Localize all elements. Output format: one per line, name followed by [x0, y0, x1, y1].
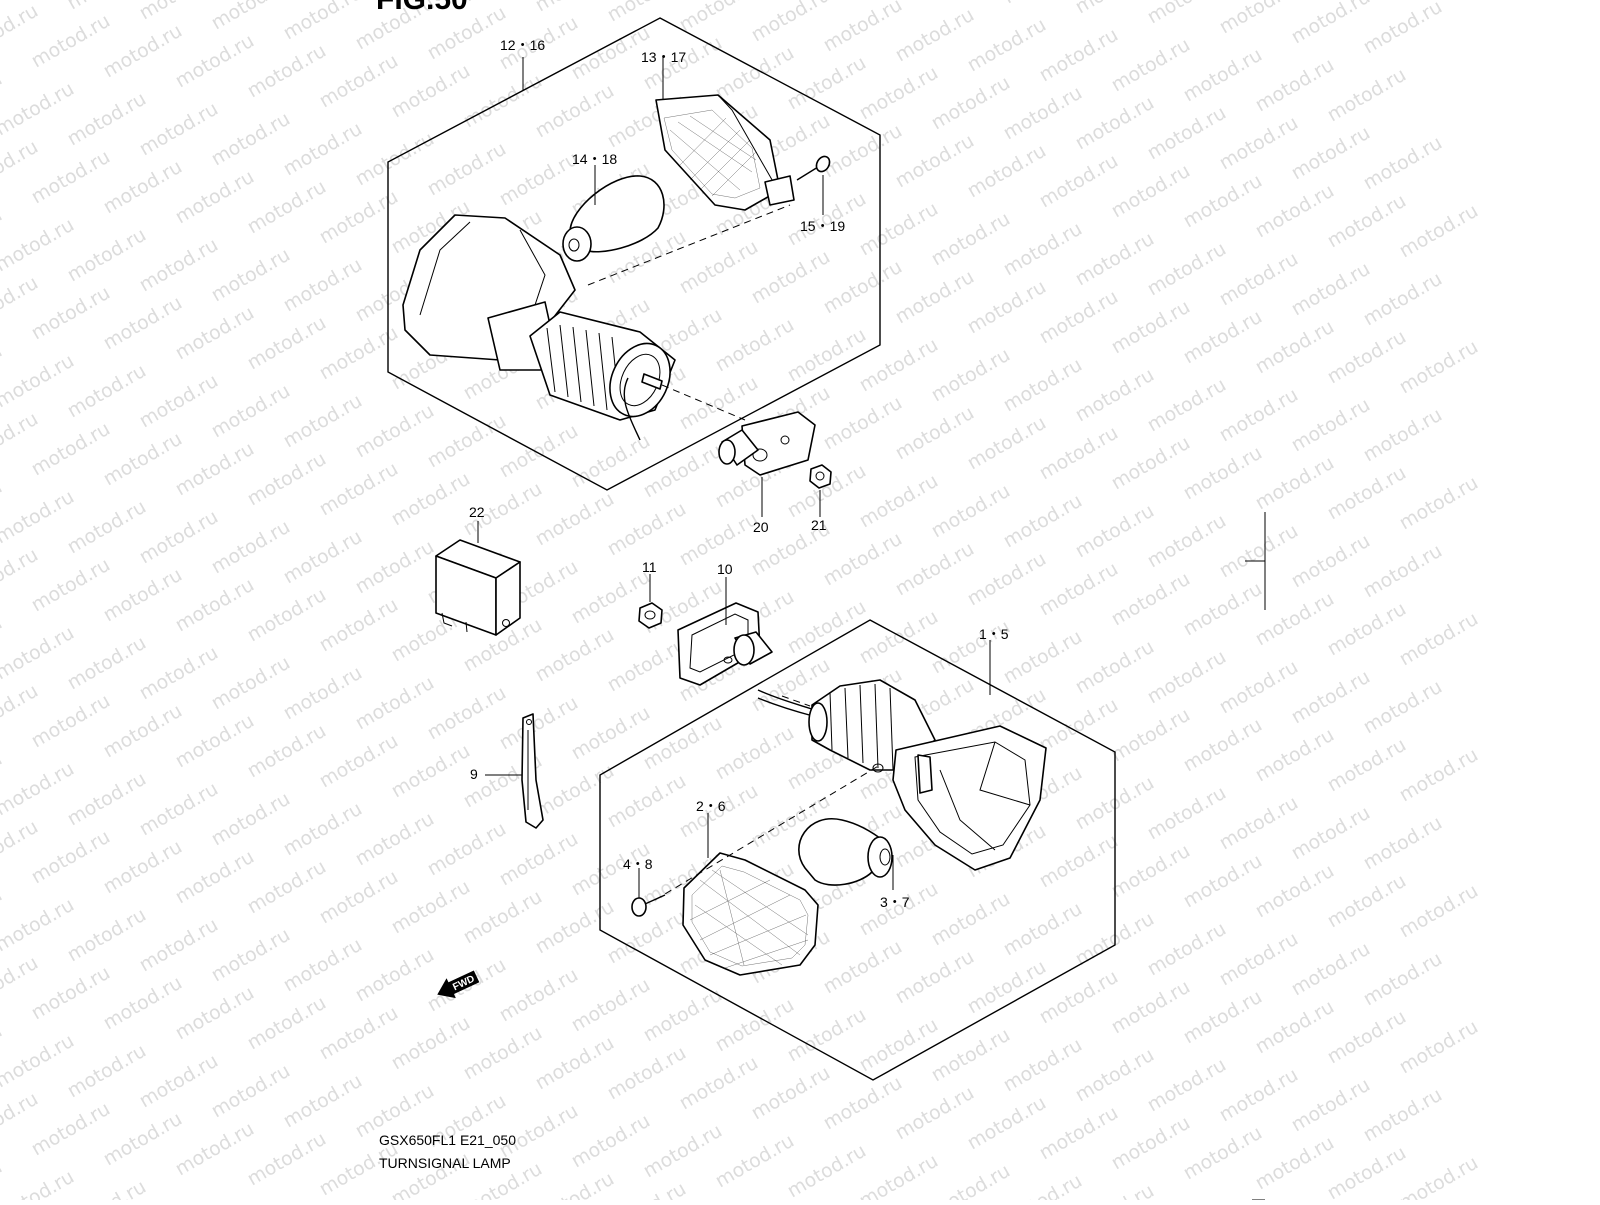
front-lamp-body	[808, 679, 1047, 871]
callout-nut-11: 11	[642, 559, 657, 575]
watermark-text: motod.ru	[532, 1168, 618, 1200]
callout-spacer-10: 10	[717, 561, 733, 577]
rear-lamp-group	[387, 17, 881, 491]
watermark-text: motod.ru	[136, 0, 222, 24]
callout-front-lens: 2・6	[696, 798, 726, 814]
leader-lines	[477, 57, 991, 898]
watermark-text: motod.ru	[64, 1176, 150, 1200]
callout-rear-bulb: 14・18	[572, 151, 617, 167]
rear-lamp-body	[402, 214, 676, 441]
spacer-10-part	[677, 602, 773, 686]
spacer-20-part	[718, 411, 816, 476]
callout-front-bulb: 3・7	[880, 894, 910, 910]
figure-name-caption: TURNSIGNAL LAMP	[379, 1155, 511, 1171]
front-lamp-group	[599, 619, 1116, 1081]
callout-front-lamp-assy: 1・5	[979, 626, 1009, 642]
callout-clamp: 9	[470, 766, 478, 782]
callout-relay: 22	[469, 504, 485, 520]
front-lens-part	[682, 852, 819, 976]
watermark-text: motod.ru	[0, 1156, 6, 1200]
watermark-text: motod.ru	[1000, 1170, 1086, 1200]
arrow-left-icon	[437, 970, 480, 999]
watermark-text: motod.ru	[1144, 0, 1230, 28]
front-assembly-boundary	[599, 619, 1116, 1081]
figure-title: FIG.50	[376, 0, 468, 16]
callout-rear-lens: 13・17	[641, 49, 686, 65]
watermark-text: motod.ru	[604, 0, 690, 26]
callout-labels: 12・16 13・17 14・18 15・19 20 21 22 11 10 1…	[469, 37, 1009, 910]
model-code-caption: GSX650FL1 E21_050	[379, 1132, 516, 1148]
rear-lens-part	[655, 94, 795, 211]
nut-21-part	[809, 464, 832, 489]
front-bulb-part	[798, 817, 893, 886]
rear-bulb-part	[562, 175, 665, 262]
watermark-text: motod.ru	[928, 1160, 1014, 1200]
nut-11-part	[638, 602, 663, 629]
rear-assembly-boundary	[387, 17, 881, 491]
relay-part	[435, 539, 521, 636]
callout-nut-21: 21	[811, 517, 827, 533]
clamp-part	[521, 713, 544, 829]
watermark-text: motod.ru	[1360, 0, 1446, 58]
rear-screw-part	[796, 155, 831, 181]
watermark-text: motod.ru	[0, 1166, 78, 1200]
callout-rear-lamp-assy: 12・16	[500, 37, 545, 53]
callout-rear-screw: 15・19	[800, 218, 845, 234]
callout-front-screw: 4・8	[623, 856, 653, 872]
watermark-text: motod.ru	[1072, 1180, 1158, 1200]
watermark-text: motod.ru	[604, 1178, 690, 1200]
callout-spacer-20: 20	[753, 519, 769, 535]
